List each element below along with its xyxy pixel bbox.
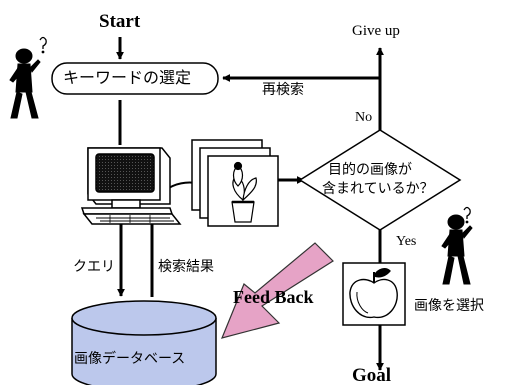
start-label: Start [99, 11, 141, 32]
keyword-select-box [51, 62, 219, 95]
feedback-arrow [220, 242, 334, 339]
decision-diamond [298, 129, 462, 231]
yes-label: Yes [396, 234, 417, 249]
decision-line-2: 含まれているか？ [322, 181, 434, 197]
apple-icon [349, 268, 398, 319]
database-label: 画像データベース [74, 351, 186, 367]
image-database [71, 300, 217, 385]
flower-pot-icon [231, 161, 257, 223]
thinking-person-icon [441, 206, 473, 285]
thinking-person-icon [9, 36, 47, 119]
query-label: クエリ [73, 259, 115, 275]
decision-line-1: 目的の画像が [328, 162, 412, 178]
no-label: No [355, 110, 373, 125]
give-up-label: Give up [352, 23, 400, 39]
select-image-label: 画像を選択 [414, 298, 484, 314]
re-search-label: 再検索 [262, 82, 304, 98]
search-results-label: 検索結果 [158, 259, 214, 275]
feedback-label: Feed Back [233, 287, 314, 307]
computer-icon [80, 147, 182, 225]
keyword-select-label: キーワードの選定 [63, 68, 192, 87]
goal-label: Goal [352, 365, 392, 386]
